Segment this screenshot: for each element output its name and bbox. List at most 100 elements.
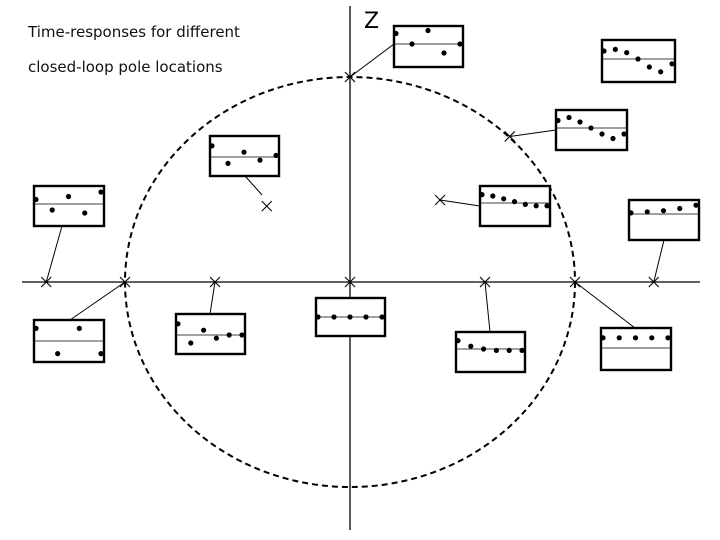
response-sample-point xyxy=(610,135,616,142)
response-plot-pole-inside-left-real xyxy=(174,312,247,356)
response-sample-point xyxy=(519,347,525,353)
response-sample-point xyxy=(225,160,231,166)
response-plot-pole-outside-upper-right xyxy=(600,38,677,84)
response-sample-point xyxy=(273,152,279,158)
pole-marker-pole-outside-right-real xyxy=(648,276,660,288)
response-sample-point xyxy=(490,193,496,199)
response-sample-point xyxy=(315,314,321,320)
response-sample-point xyxy=(226,332,232,338)
response-sample-point xyxy=(82,210,88,216)
response-sample-point xyxy=(693,202,699,208)
response-plot-pole-on-circle-left-real xyxy=(32,318,106,364)
response-plot-pole-at-origin xyxy=(314,296,387,338)
response-sample-point xyxy=(635,56,641,62)
response-sample-point xyxy=(33,196,39,203)
response-sample-point xyxy=(649,335,655,341)
response-sample-point xyxy=(257,157,263,163)
response-sample-point xyxy=(506,347,512,353)
response-sample-point xyxy=(533,203,539,209)
response-sample-point xyxy=(363,314,369,320)
response-sample-point xyxy=(347,314,353,320)
response-sample-point xyxy=(644,209,650,215)
response-sample-point xyxy=(624,50,630,56)
response-sample-point xyxy=(621,131,627,137)
leader-line-pole-outside-left-real xyxy=(45,225,63,283)
response-sample-point xyxy=(468,343,474,349)
response-sample-point xyxy=(239,332,245,338)
response-sample-point xyxy=(209,143,215,149)
leader-line-pole-on-circle-left-real xyxy=(69,281,126,321)
response-sample-point xyxy=(479,192,485,198)
response-sample-point xyxy=(616,335,622,341)
pole-marker-pole-inside-upper-right xyxy=(434,194,446,206)
response-sample-point xyxy=(331,314,337,320)
response-sample-point xyxy=(379,314,385,320)
response-sample-point xyxy=(501,196,507,202)
response-sample-point xyxy=(441,50,447,56)
response-sample-point xyxy=(577,119,583,125)
leader-line-pole-inside-right-real xyxy=(484,281,491,333)
pole-marker-pole-inside-right-real xyxy=(479,276,491,288)
response-plot-pole-inside-upper-right xyxy=(478,184,552,228)
response-sample-point xyxy=(665,335,671,341)
response-sample-point xyxy=(669,61,675,67)
response-sample-point xyxy=(76,325,82,331)
response-sample-point xyxy=(601,48,607,54)
diagram-caption: Time-responses for different closed-loop… xyxy=(28,18,328,88)
response-plot-pole-on-circle-right-real xyxy=(599,326,673,372)
response-sample-point xyxy=(658,69,664,75)
response-frame xyxy=(174,312,247,356)
leader-line-pole-on-circle-right-real xyxy=(574,281,636,329)
response-sample-point xyxy=(175,321,181,327)
response-sample-point xyxy=(188,340,194,346)
caption-line-1: Time-responses for different xyxy=(28,23,240,41)
z-axis-label: Z xyxy=(364,9,379,34)
response-plot-pole-on-circle-top xyxy=(392,24,465,69)
response-sample-point xyxy=(493,347,499,353)
caption-line-2: closed-loop pole locations xyxy=(28,58,223,76)
response-sample-point xyxy=(481,346,487,352)
response-sample-point xyxy=(566,114,572,121)
response-sample-point xyxy=(612,46,618,53)
response-sample-point xyxy=(588,125,594,131)
response-sample-point xyxy=(544,203,550,209)
response-plot-pole-inside-upper-left xyxy=(208,134,281,178)
response-frame xyxy=(478,184,552,228)
response-sample-point xyxy=(457,41,463,47)
pole-marker-pole-at-origin xyxy=(344,276,356,288)
response-sample-point xyxy=(555,117,561,124)
response-sample-point xyxy=(677,205,683,212)
response-sample-point xyxy=(241,149,247,155)
response-frame xyxy=(208,134,281,178)
response-sample-point xyxy=(213,335,219,341)
leader-line-pole-inside-left-real xyxy=(209,281,216,315)
response-plot-pole-outside-left-real xyxy=(32,184,106,228)
pole-marker-pole-on-circle-right-real xyxy=(569,276,581,288)
response-frame xyxy=(454,330,527,374)
pole-marker-pole-outside-left-real xyxy=(40,276,52,288)
response-sample-point xyxy=(511,199,518,205)
response-sample-point xyxy=(49,207,55,213)
leader-lines xyxy=(45,43,665,333)
pole-marker-pole-on-circle-upper-right xyxy=(504,131,516,142)
response-plots xyxy=(32,24,701,374)
response-sample-point xyxy=(632,335,639,341)
leader-line-pole-outside-right-real xyxy=(653,239,665,283)
response-sample-point xyxy=(425,27,431,34)
response-sample-point xyxy=(201,327,207,333)
leader-line-pole-on-circle-top xyxy=(349,43,395,78)
pole-marker-pole-on-circle-left-real xyxy=(119,276,131,288)
response-sample-point xyxy=(33,325,39,331)
leader-line-pole-on-circle-upper-right xyxy=(509,129,557,137)
leader-line-pole-inside-upper-right xyxy=(439,199,481,207)
response-sample-point xyxy=(393,30,399,37)
response-sample-point xyxy=(98,351,104,357)
response-sample-point xyxy=(599,131,605,137)
response-sample-point xyxy=(409,41,415,47)
response-sample-point xyxy=(55,351,61,357)
response-sample-point xyxy=(98,189,104,195)
response-sample-point xyxy=(660,208,667,214)
leader-line-pole-inside-upper-left xyxy=(244,175,263,196)
response-frame xyxy=(599,326,673,372)
